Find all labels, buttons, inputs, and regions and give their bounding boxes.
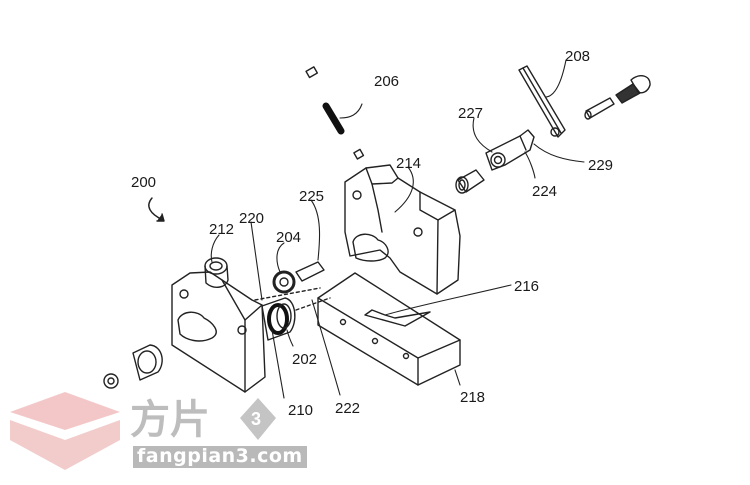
main-body-214 [344,164,461,295]
label-212: 212 [209,221,235,238]
lever-arm-208 [518,65,566,138]
bearing-204 [272,270,296,294]
spring-206 [322,102,345,135]
coupling-nut [132,344,163,381]
shaft-225 [295,261,325,282]
label-214: 214 [396,155,422,172]
label-229: 229 [588,157,614,174]
label-222: 222 [335,400,361,417]
label-220: 220 [239,210,265,227]
pin [584,97,615,120]
leader-lines [210,59,585,399]
label-218: 218 [460,389,486,406]
label-202: 202 [292,351,318,368]
label-204: 204 [276,229,302,246]
set-screw-top [305,66,319,79]
drive-gear-202 [261,297,296,341]
watermark-url: fangpian3.com [133,446,307,468]
label-227: 227 [458,105,484,122]
nut [103,373,119,389]
block-218 [317,272,461,386]
idler-arm-224 [485,129,535,171]
bushing [455,169,485,194]
label-216: 216 [514,278,540,295]
assembly-arrow-icon [148,197,165,222]
watermark-badge: 3 [251,409,262,429]
label-200: 200 [131,174,157,191]
watermark-cjk: 方片 [130,397,210,443]
shoulder-screw [615,74,651,104]
fitting-212 [204,257,229,288]
label-225: 225 [299,188,325,205]
front-plate [171,271,266,393]
label-208: 208 [565,48,591,65]
label-224: 224 [532,183,558,200]
label-210: 210 [288,402,314,419]
set-screw-middle [353,148,365,160]
label-206: 206 [374,73,400,90]
